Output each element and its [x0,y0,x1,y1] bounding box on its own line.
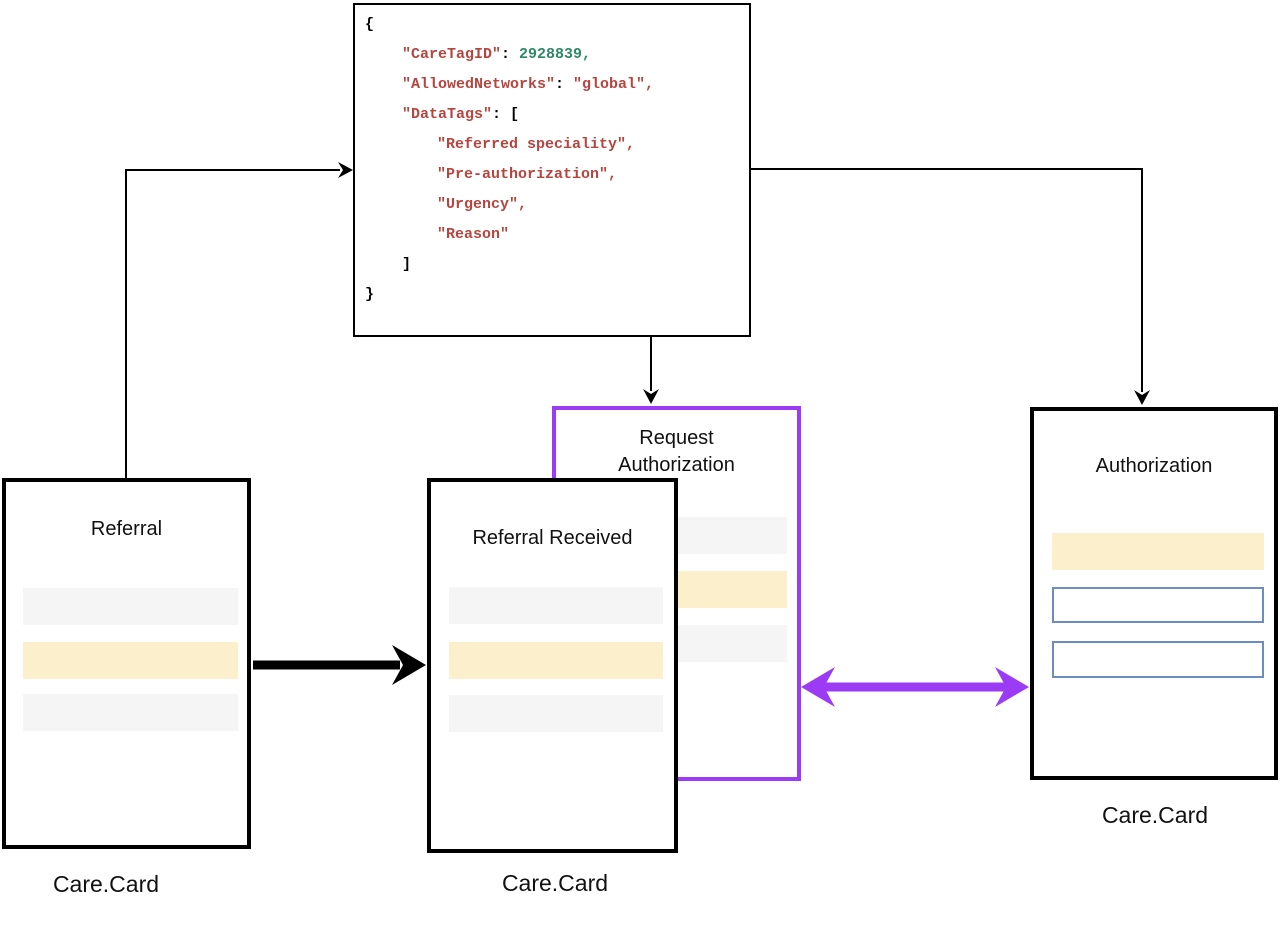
referral-received-card: Referral Received [427,478,678,853]
highlighted-field-bar [23,642,238,679]
code-line: "CareTagID": 2928839, [355,40,749,70]
colon-token: : [492,106,511,123]
data-tag-item-token: "Reason" [437,226,510,243]
arrow-referral-to-referral-received [253,645,426,685]
placeholder-field-bar [23,588,238,625]
empty-input-box [1052,587,1264,623]
code-line: "Pre-authorization", [355,160,749,190]
data-tags-key-token: "DataTags" [402,106,493,123]
open-bracket-token: [ [510,106,520,123]
care-tag-json-box: { "CareTagID": 2928839, "AllowedNetworks… [353,3,751,337]
code-line: } [355,280,749,310]
code-line: ] [355,250,749,280]
referral-received-card-title: Referral Received [472,527,633,549]
code-line: "Urgency", [355,190,749,220]
highlighted-field-bar [1052,533,1264,570]
referral-received-card-footer-label: Care.Card [501,870,609,896]
referral-card-footer-label: Care.Card [52,871,160,897]
authorization-card-title: Authorization [1095,455,1213,477]
empty-input-box [1052,641,1264,678]
care-tag-id-value-token: 2928839, [519,46,592,63]
authorization-card: Authorization [1030,407,1278,780]
allowed-networks-value-token: "global", [573,76,655,93]
allowed-networks-key-token: "AllowedNetworks" [402,76,556,93]
arrow-referral-to-json [125,162,353,478]
json-code: { "CareTagID": 2928839, "AllowedNetworks… [355,5,749,310]
referral-card: Referral [2,478,251,849]
referral-card-title: Referral [90,518,163,540]
colon-token: : [555,76,574,93]
code-line: "AllowedNetworks": "global", [355,70,749,100]
arrow-json-to-request-authorization [643,337,659,404]
code-line: "Referred speciality", [355,130,749,160]
code-line: "DataTags": [ [355,100,749,130]
open-brace-token: { [365,16,375,33]
close-brace-token: } [365,286,375,303]
colon-token: : [501,46,520,63]
highlighted-field-bar [449,642,663,679]
authorization-card-footer-label: Care.Card [1101,802,1209,828]
care-tag-id-key-token: "CareTagID" [402,46,502,63]
placeholder-field-bar [23,694,238,731]
data-tag-item-token: "Urgency", [437,196,528,213]
data-tag-item-token: "Referred speciality", [437,136,636,153]
arrow-request-auth-authorization-bidirectional [801,667,1029,707]
placeholder-field-bar [449,695,663,732]
code-line: "Reason" [355,220,749,250]
placeholder-field-bar [449,587,663,624]
request-authorization-card-title: Request Authorization [618,427,735,476]
close-bracket-token: ] [402,256,412,273]
arrow-json-to-authorization [751,168,1150,405]
data-tag-item-token: "Pre-authorization", [437,166,618,183]
code-line: { [355,10,749,40]
